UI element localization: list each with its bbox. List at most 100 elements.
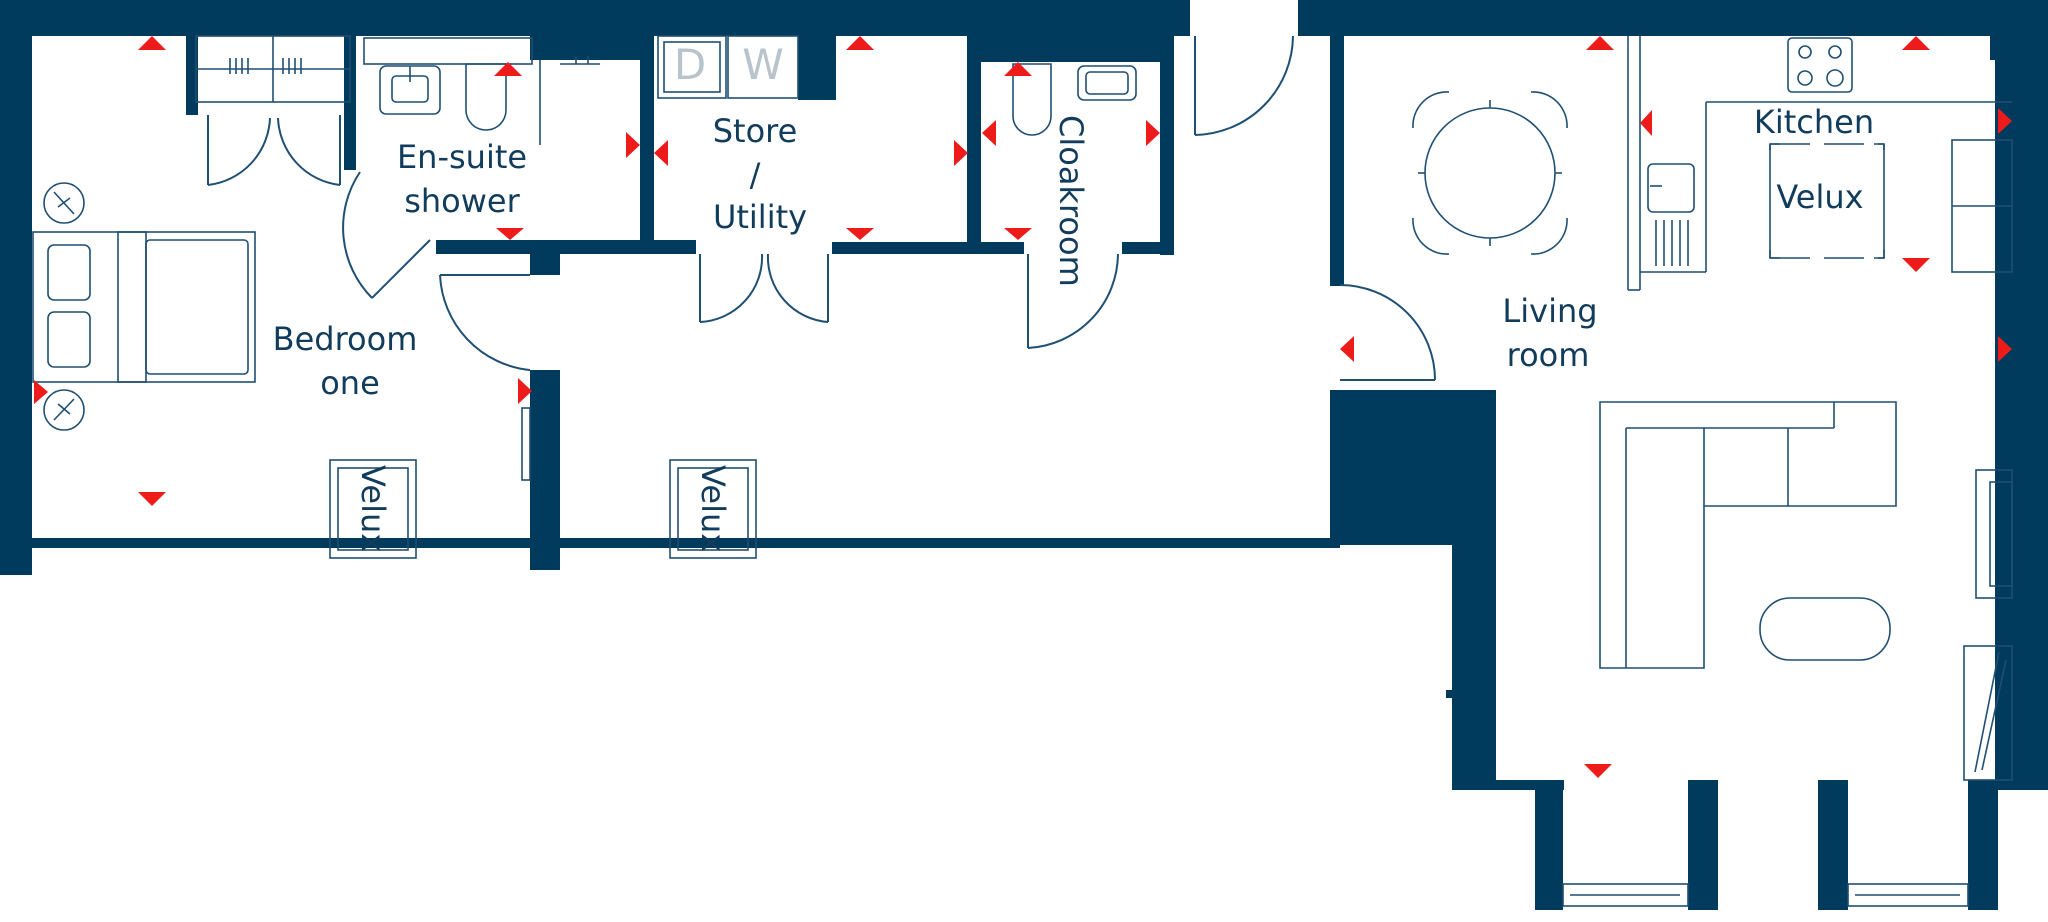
label-store-line2: / <box>750 156 761 194</box>
chair-icon <box>1530 217 1568 255</box>
dishwasher-icon <box>657 35 727 99</box>
view-marker <box>626 132 640 158</box>
armchair <box>1975 469 2013 599</box>
dishwasher-label: D <box>674 40 706 89</box>
view-marker <box>1146 120 1160 146</box>
wall-cloak-top <box>981 30 1171 62</box>
view-marker <box>496 228 524 240</box>
label-velux-kitchen: Velux <box>1776 178 1863 216</box>
hob-icon <box>1787 37 1853 93</box>
washing-machine-icon <box>727 35 799 99</box>
windows <box>1562 883 1969 907</box>
label-bedroom-line2: one <box>320 364 380 402</box>
coffee-table <box>1759 597 1891 661</box>
velux-window-kitchen <box>1769 143 1885 259</box>
dining-table <box>1424 107 1556 239</box>
shower-valve-icon <box>560 56 600 65</box>
velux-label: Velux <box>694 465 732 552</box>
hanger-icon <box>229 58 302 74</box>
wall-living-bottom <box>1452 780 1564 790</box>
wall-ensuite-top <box>530 30 650 60</box>
cloakroom-fixtures <box>1012 63 1137 136</box>
wall-bay-right <box>1968 780 1998 910</box>
view-marker <box>846 228 874 240</box>
view-marker <box>954 140 968 166</box>
view-marker <box>1004 62 1032 76</box>
room-labels: Bedroom one En-suite shower Store / Util… <box>273 103 1875 402</box>
view-marker <box>138 36 166 50</box>
appliances: D W <box>657 35 799 99</box>
wall-chimney-block <box>1330 390 1496 545</box>
view-marker <box>1998 108 2012 134</box>
doors <box>207 35 1436 481</box>
wall-living-left <box>1330 36 1344 286</box>
label-living-line2: room <box>1507 336 1590 374</box>
view-marker <box>1640 110 1652 136</box>
kitchen-units <box>1627 36 2013 291</box>
wall-right <box>2012 30 2048 790</box>
label-kitchen: Kitchen <box>1754 103 1874 141</box>
wall-ensuite-bottom <box>436 240 696 254</box>
wall-store-bottom <box>832 242 1024 254</box>
toilet-icon <box>465 63 507 131</box>
view-marker <box>138 492 166 506</box>
wall-store-right <box>967 30 981 245</box>
view-marker <box>1902 36 1930 50</box>
toilet-icon <box>1012 63 1052 136</box>
label-ensuite-line1: En-suite <box>397 138 527 176</box>
basin-icon <box>1077 65 1137 101</box>
washer-label: W <box>742 40 784 89</box>
view-markers <box>34 36 2012 778</box>
label-bedroom-line1: Bedroom <box>273 320 418 358</box>
chair-icon <box>1412 91 1450 129</box>
velux-window-bedroom: Velux <box>329 459 417 559</box>
view-marker <box>1584 764 1612 778</box>
view-marker <box>34 380 48 404</box>
view-marker <box>1004 228 1032 240</box>
velux-window-corridor: Velux <box>669 459 757 559</box>
label-living-line1: Living <box>1502 292 1597 330</box>
view-marker <box>1340 336 1354 362</box>
wall-bay-middle-a <box>1688 780 1718 910</box>
bay-window-left <box>1562 883 1689 907</box>
wall-right-notch <box>1990 30 2012 60</box>
wall-cloak-bottom <box>1122 242 1174 254</box>
wall-bedroom-corridor <box>530 370 560 570</box>
velux-label: Velux <box>354 465 392 552</box>
wardrobe <box>195 35 351 103</box>
wall-bay-middle-b <box>1818 780 1848 910</box>
view-marker <box>846 36 874 50</box>
bedside-lamp-icon <box>43 182 85 224</box>
wall-nub <box>1446 690 1456 698</box>
label-ensuite-line2: shower <box>404 182 520 220</box>
pillow-icon <box>47 311 91 368</box>
chair-icon <box>1412 217 1450 255</box>
wall-living-lower-left <box>1452 540 1496 790</box>
bed <box>32 231 256 383</box>
view-marker <box>1998 336 2012 362</box>
chair-icon <box>1530 91 1568 129</box>
wall-left <box>0 0 32 575</box>
view-marker <box>494 62 522 76</box>
view-marker <box>982 120 996 146</box>
wall-bay-left <box>1535 780 1563 910</box>
sofa <box>1599 401 1897 669</box>
wall-store-pillar <box>798 30 836 100</box>
wall-ensuite-right <box>640 30 654 245</box>
bedside-lamp-icon <box>43 389 85 431</box>
pillow-icon <box>47 244 91 301</box>
view-marker <box>1902 258 1930 272</box>
wall-ensuite-corner <box>530 240 560 275</box>
bay-window-right <box>1847 883 1969 907</box>
label-store-line3: Utility <box>713 198 807 236</box>
view-marker <box>518 378 532 404</box>
label-store-line1: Store <box>713 112 798 150</box>
view-marker <box>654 140 668 166</box>
drainer <box>1655 220 1689 266</box>
wall-top-right <box>1298 0 2048 36</box>
dining-set <box>1412 91 1568 255</box>
wall-wardrobe <box>186 30 198 115</box>
view-marker <box>1586 36 1614 50</box>
